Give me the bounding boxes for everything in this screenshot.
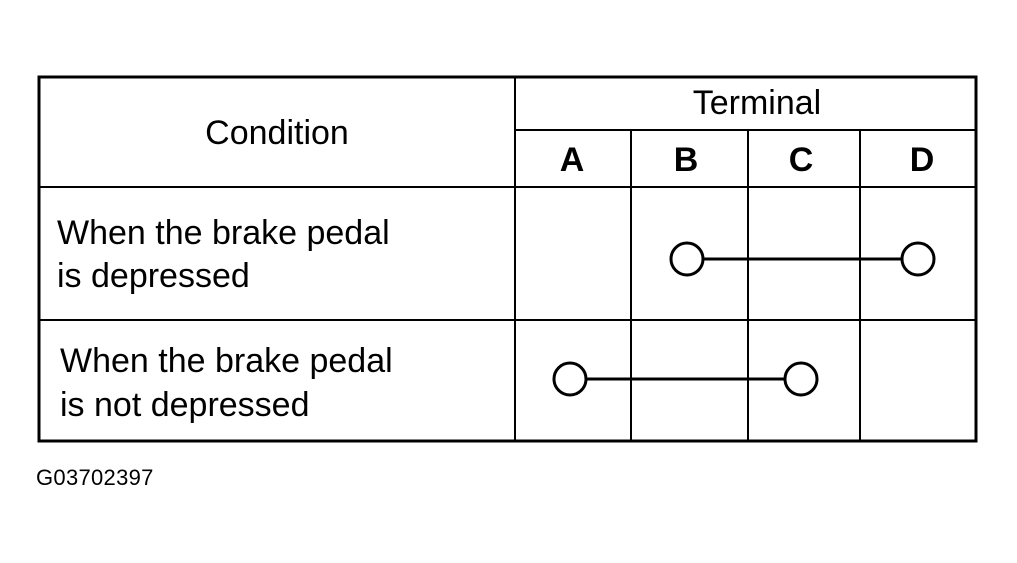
terminal-label-b: B — [674, 141, 699, 179]
row2-terminal-c-circle-icon — [783, 361, 819, 397]
terminal-header: Terminal — [693, 84, 821, 122]
terminal-label-a: A — [560, 141, 585, 179]
row2-terminal-a-circle-icon — [552, 361, 588, 397]
row1-terminal-b-circle-icon — [669, 241, 705, 277]
terminal-label-c: C — [789, 141, 814, 179]
row1-condition-line1: When the brake pedal — [57, 214, 390, 252]
continuity-connections — [552, 241, 936, 397]
condition-header: Condition — [205, 114, 349, 152]
table-frame — [37, 75, 978, 443]
figure-code: G03702397 — [36, 465, 154, 490]
terminal-label-d: D — [910, 141, 935, 179]
row2-condition-line2: is not depressed — [60, 386, 310, 424]
row2-condition-line1: When the brake pedal — [60, 342, 393, 380]
row1-condition-line2: is depressed — [57, 257, 250, 295]
row1-terminal-d-circle-icon — [900, 241, 936, 277]
